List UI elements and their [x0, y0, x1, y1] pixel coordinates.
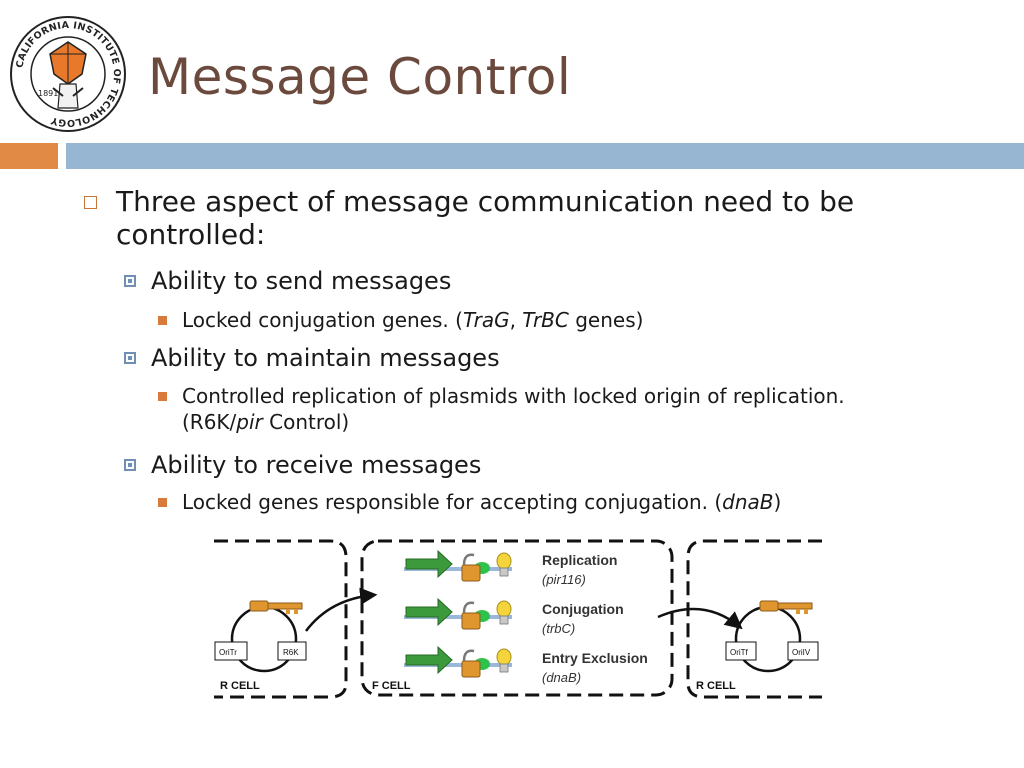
conjugation-gene: (trbC) — [542, 621, 575, 636]
header-divider-bar — [66, 143, 1024, 169]
bullet-square-icon — [84, 196, 97, 209]
bullet-filled-square-icon — [158, 392, 167, 401]
right-cell-label: R CELL — [696, 680, 736, 692]
send-detail-part: Locked conjugation genes. ( — [182, 308, 463, 332]
bullet-maintain-text: Ability to maintain messages — [151, 344, 500, 372]
transfer-arrow-right — [657, 607, 743, 630]
caltech-seal-icon: CALIFORNIA INSTITUTE OF TECHNOLOGY 1891 — [10, 16, 126, 132]
bullet-box-icon — [124, 352, 136, 364]
send-detail-end: genes) — [568, 308, 644, 332]
entry-exclusion-gene: (dnaB) — [542, 670, 581, 685]
bullet-filled-square-icon — [158, 498, 167, 507]
bullet-box-icon — [124, 275, 136, 287]
right-r-cell: OriTf OriIV R CELL — [686, 539, 822, 699]
bullet-receive-text: Ability to receive messages — [151, 451, 482, 479]
conjugation-row: Conjugation (trbC) — [404, 597, 624, 636]
left-cell-label: R CELL — [220, 680, 260, 692]
bullet-main-text: Three aspect of message communication ne… — [116, 185, 855, 251]
left-r-cell: OriTr R6K R CELL — [214, 539, 348, 699]
entry-exclusion-title: Entry Exclusion — [542, 650, 648, 666]
replication-title: Replication — [542, 552, 617, 568]
middle-cell-label: F CELL — [372, 680, 411, 692]
receive-detail-end: ) — [773, 490, 782, 514]
maintain-detail-gene: pir — [236, 410, 263, 434]
header-accent-bar — [0, 143, 58, 169]
message-control-diagram: OriTr R6K R CELL Replication (pir116) — [214, 539, 822, 699]
entry-exclusion-row: Entry Exclusion (dnaB) — [404, 645, 648, 685]
middle-f-cell: Replication (pir116) Conjugation (trbC) … — [360, 539, 674, 697]
right-box-oriiv: OriIV — [792, 648, 811, 657]
seal-year: 1891 — [38, 89, 58, 98]
send-detail-gene-1: TraG — [462, 308, 510, 332]
receive-detail-gene: dnaB — [722, 490, 774, 514]
left-box-oritr: OriTr — [219, 648, 237, 657]
maintain-detail-part: Controlled replication of plasmids with … — [182, 384, 845, 434]
replication-row: Replication (pir116) — [404, 549, 617, 587]
key-icon — [759, 600, 813, 614]
key-icon — [249, 600, 303, 614]
right-box-oritf: OriTf — [730, 648, 749, 657]
bullet-filled-square-icon — [158, 316, 167, 325]
conjugation-title: Conjugation — [542, 601, 624, 617]
bullet-box-icon — [124, 459, 136, 471]
bullet-send-text: Ability to send messages — [151, 267, 452, 295]
send-detail-sep: , — [509, 308, 523, 332]
receive-detail-part: Locked genes responsible for accepting c… — [182, 490, 723, 514]
maintain-detail-end: Control) — [262, 410, 350, 434]
replication-gene: (pir116) — [542, 572, 586, 587]
send-detail-gene-2: TrBC — [522, 308, 569, 332]
left-box-r6k: R6K — [283, 648, 299, 657]
slide-title: Message Control — [148, 48, 572, 106]
transfer-arrow-left — [305, 587, 378, 632]
